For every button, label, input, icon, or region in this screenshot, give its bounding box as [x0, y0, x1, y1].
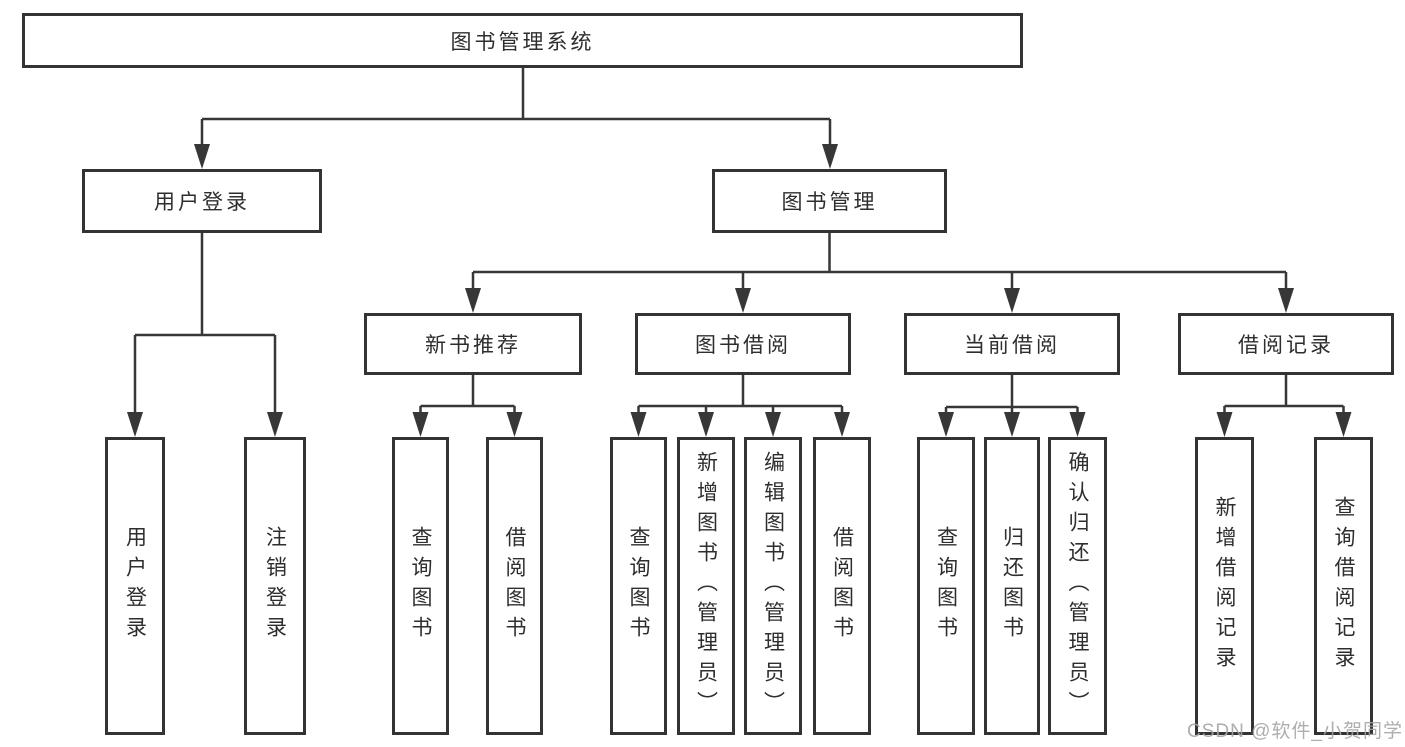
leaf-add-book-admin: 新增图书（管理员）: [677, 437, 735, 735]
leaf-edit-book-admin: 编辑图书（管理员）: [744, 437, 802, 735]
leaf-add-borrow-record: 新增借阅记录: [1195, 437, 1254, 735]
leaf-return-book: 归还图书: [984, 437, 1040, 735]
arrowheads: [127, 144, 1352, 437]
node-new-book-recommend: 新书推荐: [364, 313, 582, 375]
node-current-borrow: 当前借阅: [904, 313, 1120, 375]
leaf-query-borrow-record: 查询借阅记录: [1314, 437, 1373, 735]
leaf-logout-login: 注销登录: [244, 437, 306, 735]
leaf-user-login: 用户登录: [105, 437, 165, 735]
node-book-management: 图书管理: [712, 169, 947, 233]
node-library-system: 图书管理系统: [22, 13, 1023, 68]
leaf-borrow-books: 借阅图书: [813, 437, 871, 735]
node-book-borrow: 图书借阅: [635, 313, 851, 375]
leaf-confirm-return-admin: 确认归还（管理员）: [1048, 437, 1107, 735]
csdn-watermark: CSDN @软件_小贺同学: [1187, 721, 1403, 742]
leaf-borrow-books-recommend: 借阅图书: [486, 437, 543, 735]
leaf-query-books-recommend: 查询图书: [392, 437, 449, 735]
leaf-query-books-current: 查询图书: [917, 437, 975, 735]
leaf-query-books-borrow: 查询图书: [610, 437, 667, 735]
node-borrow-records: 借阅记录: [1178, 313, 1394, 375]
node-user-login: 用户登录: [82, 169, 322, 233]
